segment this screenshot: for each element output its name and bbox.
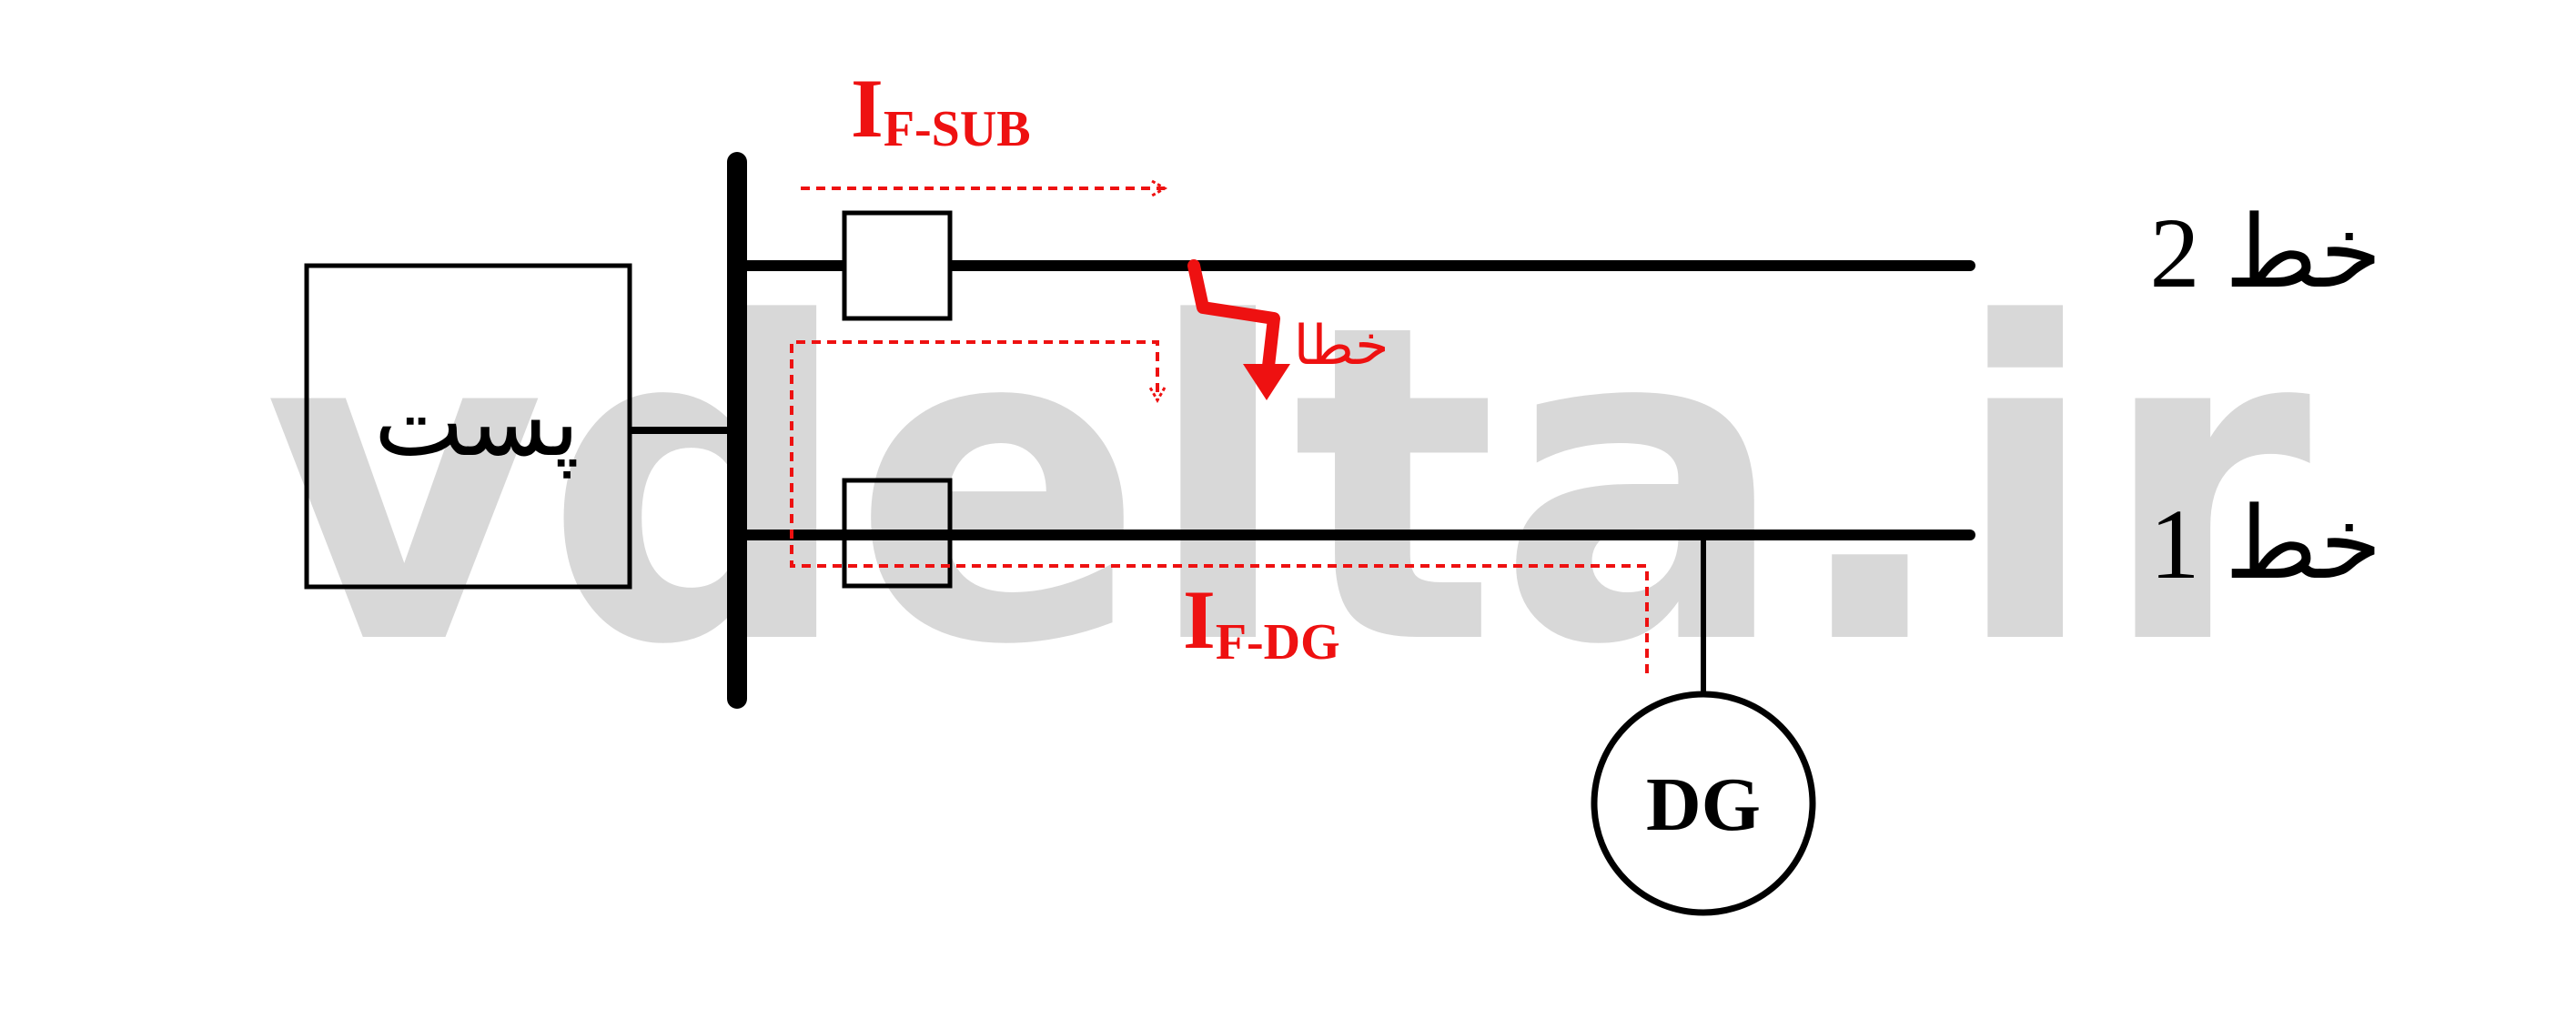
sub-current-symbol: I [851, 62, 884, 155]
substation-label: پست [374, 367, 580, 479]
sub-current-label: IF-SUB [851, 62, 1031, 157]
fault-arrowhead-icon [1243, 364, 1290, 400]
fault-lightning-icon [1187, 259, 1280, 388]
line-1-label: خط 1 [2150, 489, 2382, 600]
watermark-text: vdelta.ir [264, 232, 2314, 741]
dg-current-label: IF-DG [1183, 573, 1340, 671]
line-1-breaker [842, 478, 953, 589]
substation-box [304, 263, 632, 590]
dg-current-path [790, 340, 1649, 673]
line-2-label: خط 2 [2150, 197, 2382, 308]
line-2-breaker [842, 210, 953, 321]
dg-generator-symbol [1591, 691, 1816, 916]
dg-label: DG [1646, 762, 1761, 847]
dg-current-subscript: F-DG [1216, 614, 1340, 671]
dg-current-symbol: I [1183, 573, 1216, 666]
sub-current-subscript: F-SUB [884, 101, 1031, 157]
fault-label: خطا [1294, 314, 1389, 378]
